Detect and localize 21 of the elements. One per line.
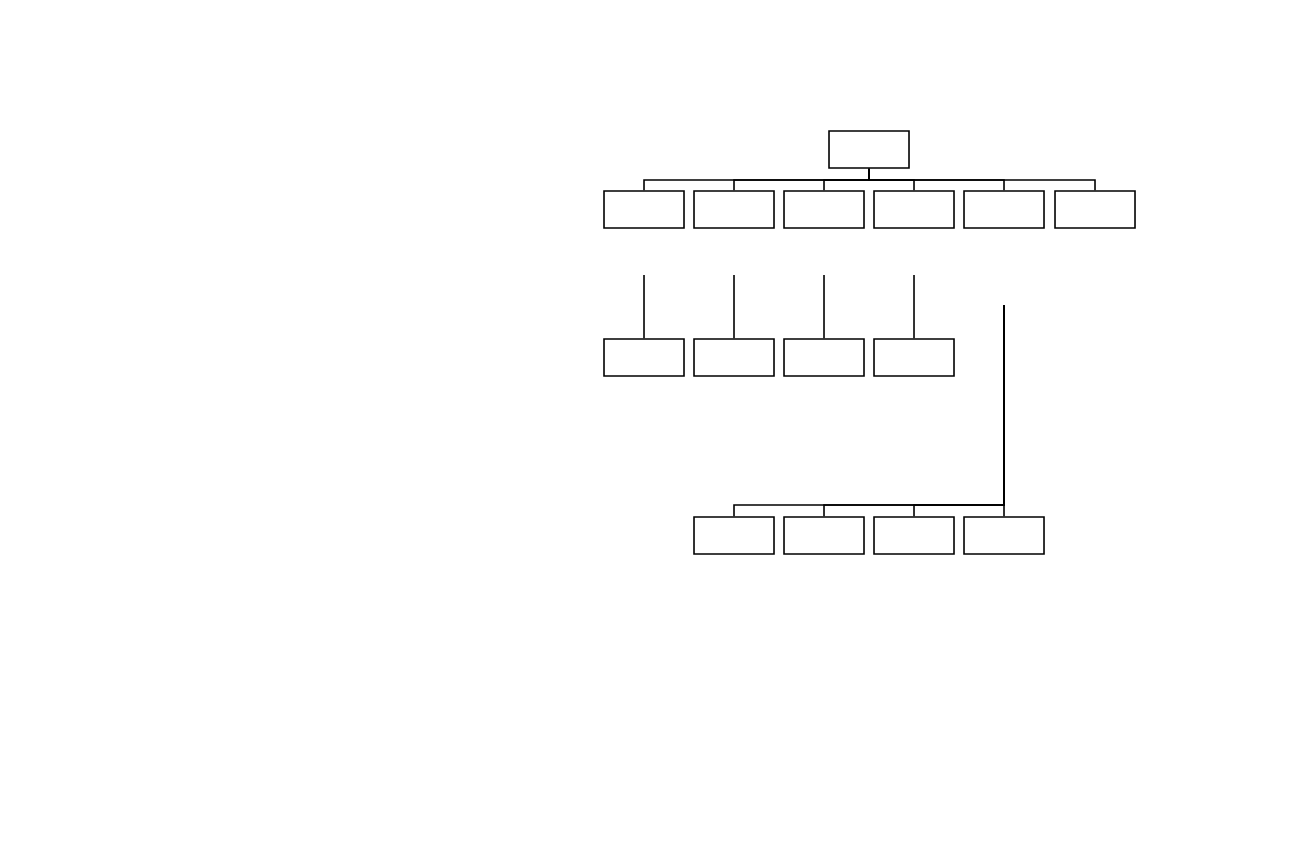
connector-line — [1003, 304, 1005, 517]
connector-line — [733, 274, 735, 339]
box — [873, 338, 955, 377]
box — [963, 190, 1045, 229]
box — [783, 338, 865, 377]
connector-line — [913, 274, 915, 339]
connector-line — [823, 274, 825, 339]
box — [783, 516, 865, 555]
box — [828, 130, 910, 169]
box — [963, 516, 1045, 555]
box — [783, 190, 865, 229]
box — [873, 190, 955, 229]
connector-line — [643, 274, 645, 339]
box — [693, 338, 775, 377]
box — [873, 516, 955, 555]
box — [1054, 190, 1136, 229]
box — [693, 190, 775, 229]
connector-line — [868, 168, 1096, 191]
box — [693, 516, 775, 555]
box — [603, 190, 685, 229]
box — [603, 338, 685, 377]
